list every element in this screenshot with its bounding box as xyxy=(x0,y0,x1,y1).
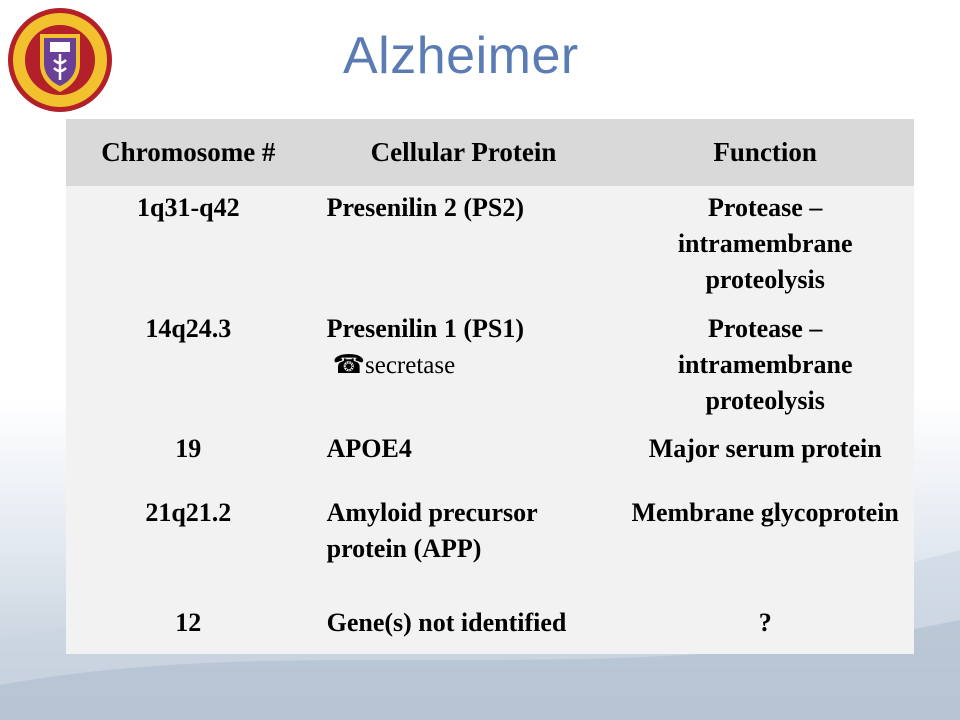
function-cell: Protease – intramembrane proteolysis xyxy=(677,314,853,415)
chromosome-cell: 12 xyxy=(175,608,202,637)
header-function: Function xyxy=(616,119,914,186)
chromosome-cell: 14q24.3 xyxy=(145,314,232,343)
header-cellular-protein: Cellular Protein xyxy=(310,119,617,186)
table-row: 12 Gene(s) not identified ? xyxy=(66,601,914,653)
protein-cell: Amyloid precursor protein (APP) xyxy=(326,498,538,563)
table-row: 14q24.3 Presenilin 1 (PS1) ☎secretase Pr… xyxy=(66,307,914,427)
protein-cell: Presenilin 2 (PS2) xyxy=(326,193,525,222)
protein-name: Presenilin 1 (PS1) xyxy=(326,314,525,343)
table-header-row: Chromosome # Cellular Protein Function xyxy=(66,119,914,186)
table-row: 19 APOE4 Major serum protein xyxy=(66,427,914,491)
slide-title: Alzheimer xyxy=(343,27,579,85)
header-chromosome: Chromosome # xyxy=(66,119,311,186)
table-row: 1q31-q42 Presenilin 2 (PS2) Protease – i… xyxy=(66,186,914,307)
protein-cell: APOE4 xyxy=(326,434,412,463)
table-row: 21q21.2 Amyloid precursor protein (APP) … xyxy=(66,491,914,601)
protein-cell: Presenilin 1 (PS1) ☎secretase xyxy=(311,307,617,427)
chromosome-cell: 1q31-q42 xyxy=(137,193,240,222)
chromosome-cell: 19 xyxy=(175,434,202,463)
university-logo xyxy=(8,8,112,112)
protein-cell: Gene(s) not identified xyxy=(326,608,567,637)
function-cell: Major serum protein xyxy=(648,434,882,463)
function-cell: Membrane glycoprotein xyxy=(631,498,899,527)
phone-icon: ☎ xyxy=(332,350,365,379)
protein-note: ☎secretase xyxy=(327,347,609,384)
function-cell: Protease – intramembrane proteolysis xyxy=(677,193,853,294)
chromosome-cell: 21q21.2 xyxy=(145,498,232,527)
gene-table: Chromosome # Cellular Protein Function 1… xyxy=(66,119,914,654)
protein-note-text: secretase xyxy=(365,352,456,379)
function-cell: ? xyxy=(758,608,772,637)
